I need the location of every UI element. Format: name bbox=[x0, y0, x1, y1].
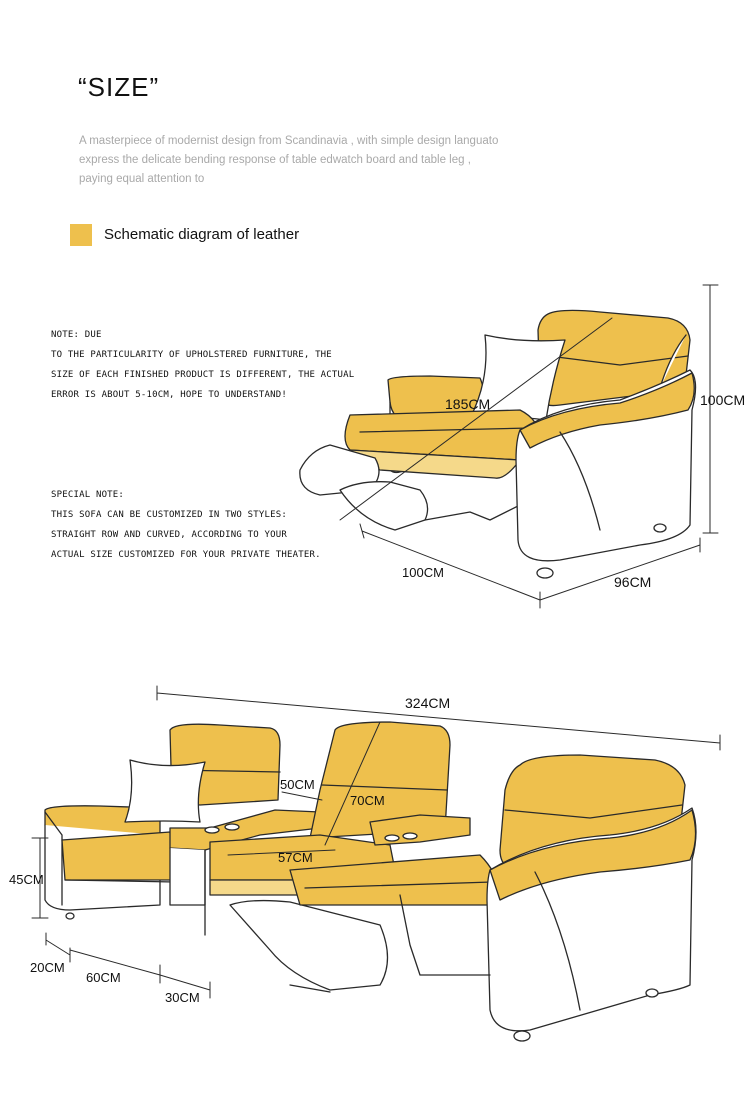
dim-label-width: 100CM bbox=[402, 565, 444, 580]
intro-line: paying equal attention to bbox=[79, 173, 205, 185]
dim-label-length: 185CM bbox=[445, 396, 490, 412]
row-sofa-drawing bbox=[44, 721, 697, 1042]
dim-label-seat-depth: 57CM bbox=[278, 850, 313, 865]
intro-line: A masterpiece of modernist design from S… bbox=[79, 135, 499, 147]
dim-label-console-depth: 50CM bbox=[280, 777, 315, 792]
dim-label-seat-height: 45CM bbox=[9, 872, 44, 887]
note-line: ERROR IS ABOUT 5-10CM, HOPE TO UNDERSTAN… bbox=[51, 390, 287, 400]
special-note-line: SPECIAL NOTE: bbox=[51, 490, 125, 500]
special-note-line: ACTUAL SIZE CUSTOMIZED FOR YOUR PRIVATE … bbox=[51, 550, 321, 560]
dim-label-total-length: 324CM bbox=[405, 695, 450, 711]
dim-label-arm-width: 20CM bbox=[30, 960, 65, 975]
note-line: SIZE OF EACH FINISHED PRODUCT IS DIFFERE… bbox=[51, 370, 355, 380]
page-title: “SIZE” bbox=[78, 72, 160, 102]
single-recliner-drawing bbox=[299, 309, 697, 579]
dim-label-height: 100CM bbox=[700, 392, 745, 408]
legend-label: Schematic diagram of leather bbox=[104, 226, 300, 243]
special-note-line: STRAIGHT ROW AND CURVED, ACCORDING TO YO… bbox=[51, 530, 287, 540]
single-dimension-lines bbox=[339, 284, 719, 609]
dim-label-depth: 96CM bbox=[614, 574, 651, 590]
dim-label-seat-width: 60CM bbox=[86, 970, 121, 985]
intro-line: express the delicate bending response of… bbox=[79, 154, 471, 166]
row-dimension-lines bbox=[31, 685, 721, 999]
note-line: TO THE PARTICULARITY OF UPHOLSTERED FURN… bbox=[51, 350, 332, 360]
dim-label-console-width: 30CM bbox=[165, 990, 200, 1005]
leather-swatch bbox=[70, 224, 92, 246]
dim-label-back-height: 70CM bbox=[350, 793, 385, 808]
note-line: NOTE: DUE bbox=[51, 330, 102, 340]
special-note-line: THIS SOFA CAN BE CUSTOMIZED IN TWO STYLE… bbox=[51, 510, 287, 520]
